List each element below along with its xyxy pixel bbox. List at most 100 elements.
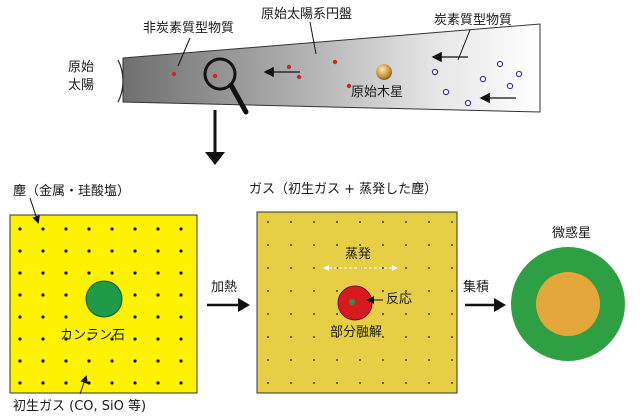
- grid-dot: [405, 290, 407, 292]
- non-carbonaceous-label: 非炭素質型物質: [143, 21, 235, 36]
- proto-sun-label-line1: 原始: [68, 60, 95, 75]
- disk-title: 原始太陽系円盤: [261, 7, 353, 22]
- reaction-label: 反応: [386, 292, 413, 307]
- grid-dot: [41, 271, 45, 275]
- partial-melt-label: 部分融解: [330, 325, 383, 340]
- grain: [431, 68, 439, 76]
- grain: [332, 59, 338, 65]
- olivine-label: カンラン石: [60, 328, 126, 343]
- partially-melted-grain: [337, 285, 373, 321]
- grid-dot: [179, 249, 183, 253]
- grain: [212, 73, 218, 79]
- grid-dot: [382, 336, 384, 338]
- grid-dot: [336, 221, 338, 223]
- grid-dot: [64, 315, 68, 319]
- grid-dot: [110, 359, 114, 363]
- grain: [464, 99, 472, 107]
- grid-dot: [267, 244, 269, 246]
- grid-dot: [382, 244, 384, 246]
- grid-dot: [133, 271, 137, 275]
- grid-dot: [313, 382, 315, 384]
- grid-dot: [110, 337, 114, 341]
- grid-dot: [267, 382, 269, 384]
- grid-dot: [179, 359, 183, 363]
- grain: [515, 70, 523, 78]
- grid-dot: [428, 313, 430, 315]
- relict-olivine: [349, 299, 355, 305]
- heating-label: 加熱: [211, 280, 238, 295]
- grid-dot: [382, 359, 384, 361]
- grain: [442, 88, 450, 96]
- grid-dot: [336, 313, 338, 315]
- grid-dot: [156, 381, 160, 385]
- grid-dot: [313, 221, 315, 223]
- grid-dot: [290, 382, 292, 384]
- grid-dot: [359, 336, 361, 338]
- grid-dot: [179, 337, 183, 341]
- grain: [479, 75, 487, 83]
- grid-dot: [451, 382, 453, 384]
- grid-dot: [451, 336, 453, 338]
- grid-dot: [179, 381, 183, 385]
- grid-dot: [267, 221, 269, 223]
- grid-dot: [428, 359, 430, 361]
- grid-dot: [133, 381, 137, 385]
- grid-dot: [110, 249, 114, 253]
- grid-dot: [290, 290, 292, 292]
- grid-dot: [87, 249, 91, 253]
- non-carbonaceous-grains: [171, 59, 352, 89]
- zoom-down-arrowhead: [205, 152, 225, 165]
- grid-dot: [41, 381, 45, 385]
- grid-dot: [313, 267, 315, 269]
- grid-dot: [156, 337, 160, 341]
- evaporation-arrowhead-left: [323, 265, 329, 271]
- leader-line: [309, 21, 317, 55]
- grid-dot: [41, 249, 45, 253]
- grain: [496, 60, 504, 68]
- grid-dot: [87, 337, 91, 341]
- grid-dot: [133, 315, 137, 319]
- dust-leader-arrow: [29, 197, 40, 224]
- olivine-grain: [85, 280, 123, 318]
- carbonaceous-label: 炭素質型物質: [434, 13, 513, 28]
- grid-dot: [405, 221, 407, 223]
- grid-dot: [382, 382, 384, 384]
- grid-dot: [179, 293, 183, 297]
- grid-dot: [405, 267, 407, 269]
- carbonaceous-grains: [431, 60, 523, 107]
- primordial-gas-label: 初生ガス (CO, SiO 等): [13, 399, 147, 414]
- grid-dot: [313, 359, 315, 361]
- heating-arrowhead: [238, 298, 250, 312]
- grid-dot: [359, 221, 361, 223]
- grid-dot: [64, 293, 68, 297]
- grid-dot: [110, 381, 114, 385]
- grid-dot: [336, 336, 338, 338]
- grid-dot: [18, 271, 22, 275]
- proto-jupiter-label: 原始木星: [351, 85, 404, 100]
- grid-dot: [64, 271, 68, 275]
- grid-dot: [179, 315, 183, 319]
- grid-dot: [133, 337, 137, 341]
- grid-dot: [156, 293, 160, 297]
- grid-dot: [133, 227, 137, 231]
- grid-dot: [290, 359, 292, 361]
- grain: [296, 74, 302, 80]
- grid-dot: [156, 227, 160, 231]
- grid-dot: [267, 359, 269, 361]
- grid-dot: [267, 267, 269, 269]
- grain: [346, 83, 352, 89]
- grid-dot: [18, 315, 22, 319]
- grid-dot: [451, 244, 453, 246]
- proto-sun-label-line2: 太陽: [68, 78, 95, 93]
- accumulation-label: 集積: [463, 280, 490, 295]
- grid-dot: [290, 267, 292, 269]
- grid-dot: [428, 244, 430, 246]
- grid-dot: [290, 221, 292, 223]
- grid-dot: [133, 293, 137, 297]
- grid-dot: [313, 244, 315, 246]
- grid-dot: [405, 244, 407, 246]
- grid-dot: [405, 336, 407, 338]
- grid-dot: [18, 227, 22, 231]
- grid-dot: [41, 315, 45, 319]
- grid-dot: [382, 313, 384, 315]
